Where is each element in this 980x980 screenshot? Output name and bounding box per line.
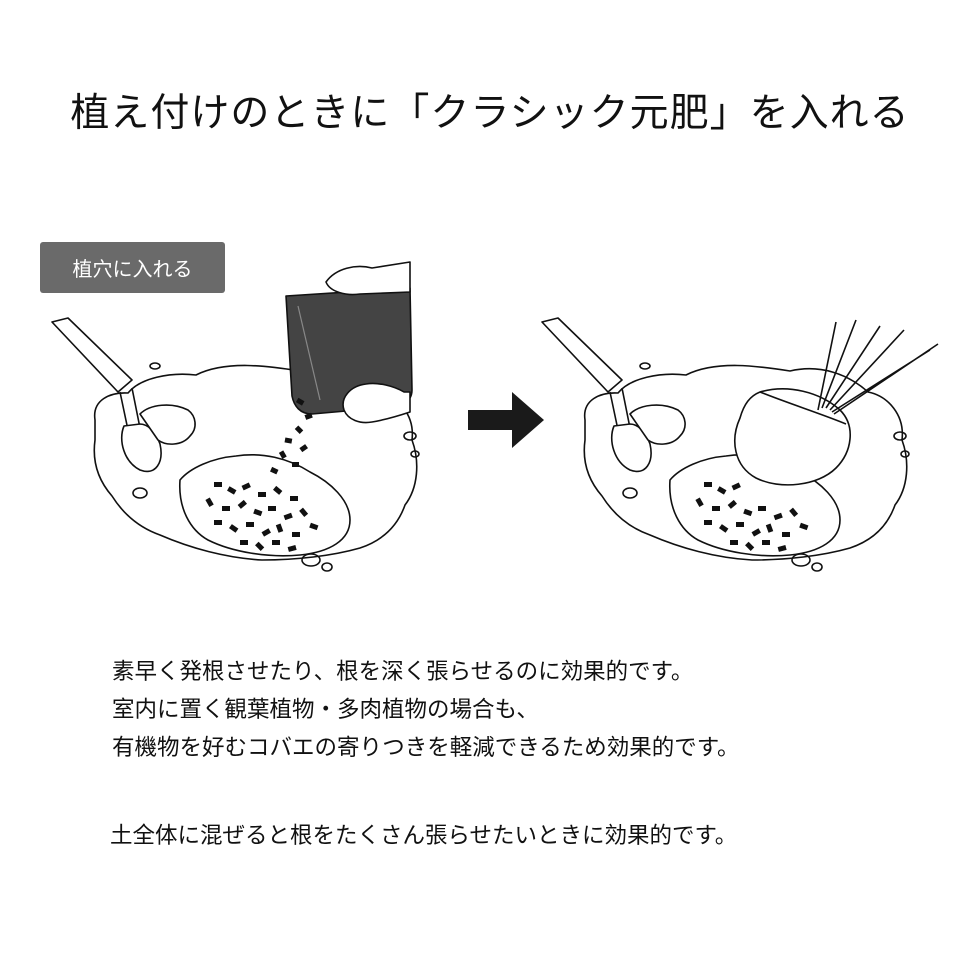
pebble [622,487,638,499]
bag-seam [297,305,321,401]
pebble [900,450,910,458]
trowel-scoop-left [139,404,196,445]
description-line: 室内に置く観葉植物・多肉植物の場合も、 [112,697,539,723]
planting-hole-left [179,453,351,557]
step-badge: 植穴に入れる [40,242,225,293]
root-ball-top [759,391,847,425]
pebble [132,487,148,499]
pebble [321,562,333,572]
fertilizer-pellets-left [205,397,319,552]
note-text: 土全体に混ぜると根をたくさん張らせたいときに効果的です。 [110,823,738,849]
page-title: 植え付けのときに「クラシック元肥」を入れる [70,91,910,136]
description: 素早く発根させたり、根を深く張らせるのに効果的です。 室内に置く観葉植物・多肉植… [112,653,740,767]
trowel-handle-left [51,317,133,393]
pebble [403,431,417,441]
step2-plant-seedling-illustration [541,317,939,572]
pebble [791,553,811,567]
pebble [410,450,420,458]
bottom-hand [342,382,411,424]
pebble [893,431,907,441]
trowel-scoop-right [629,404,686,445]
seedling-stems [817,319,939,415]
step1-pour-fertilizer-illustration [51,261,420,572]
pebble [149,362,161,370]
right-arrow-icon [468,392,544,448]
top-hand [325,261,411,296]
root-ball [734,388,851,486]
pebble [301,553,321,567]
trowel-shaft-left [119,387,141,431]
pebble [811,562,823,572]
fertilizer-pellets-right [695,482,809,552]
trowel-handle-right [541,317,623,393]
planting-illustration [51,261,939,572]
pebble [639,362,651,370]
description-line: 素早く発根させたり、根を深く張らせるのに効果的です。 [112,659,694,685]
trowel-shaft-right [609,387,631,431]
description-line: 有機物を好むコバエの寄りつきを軽減できるため効果的です。 [112,735,740,761]
